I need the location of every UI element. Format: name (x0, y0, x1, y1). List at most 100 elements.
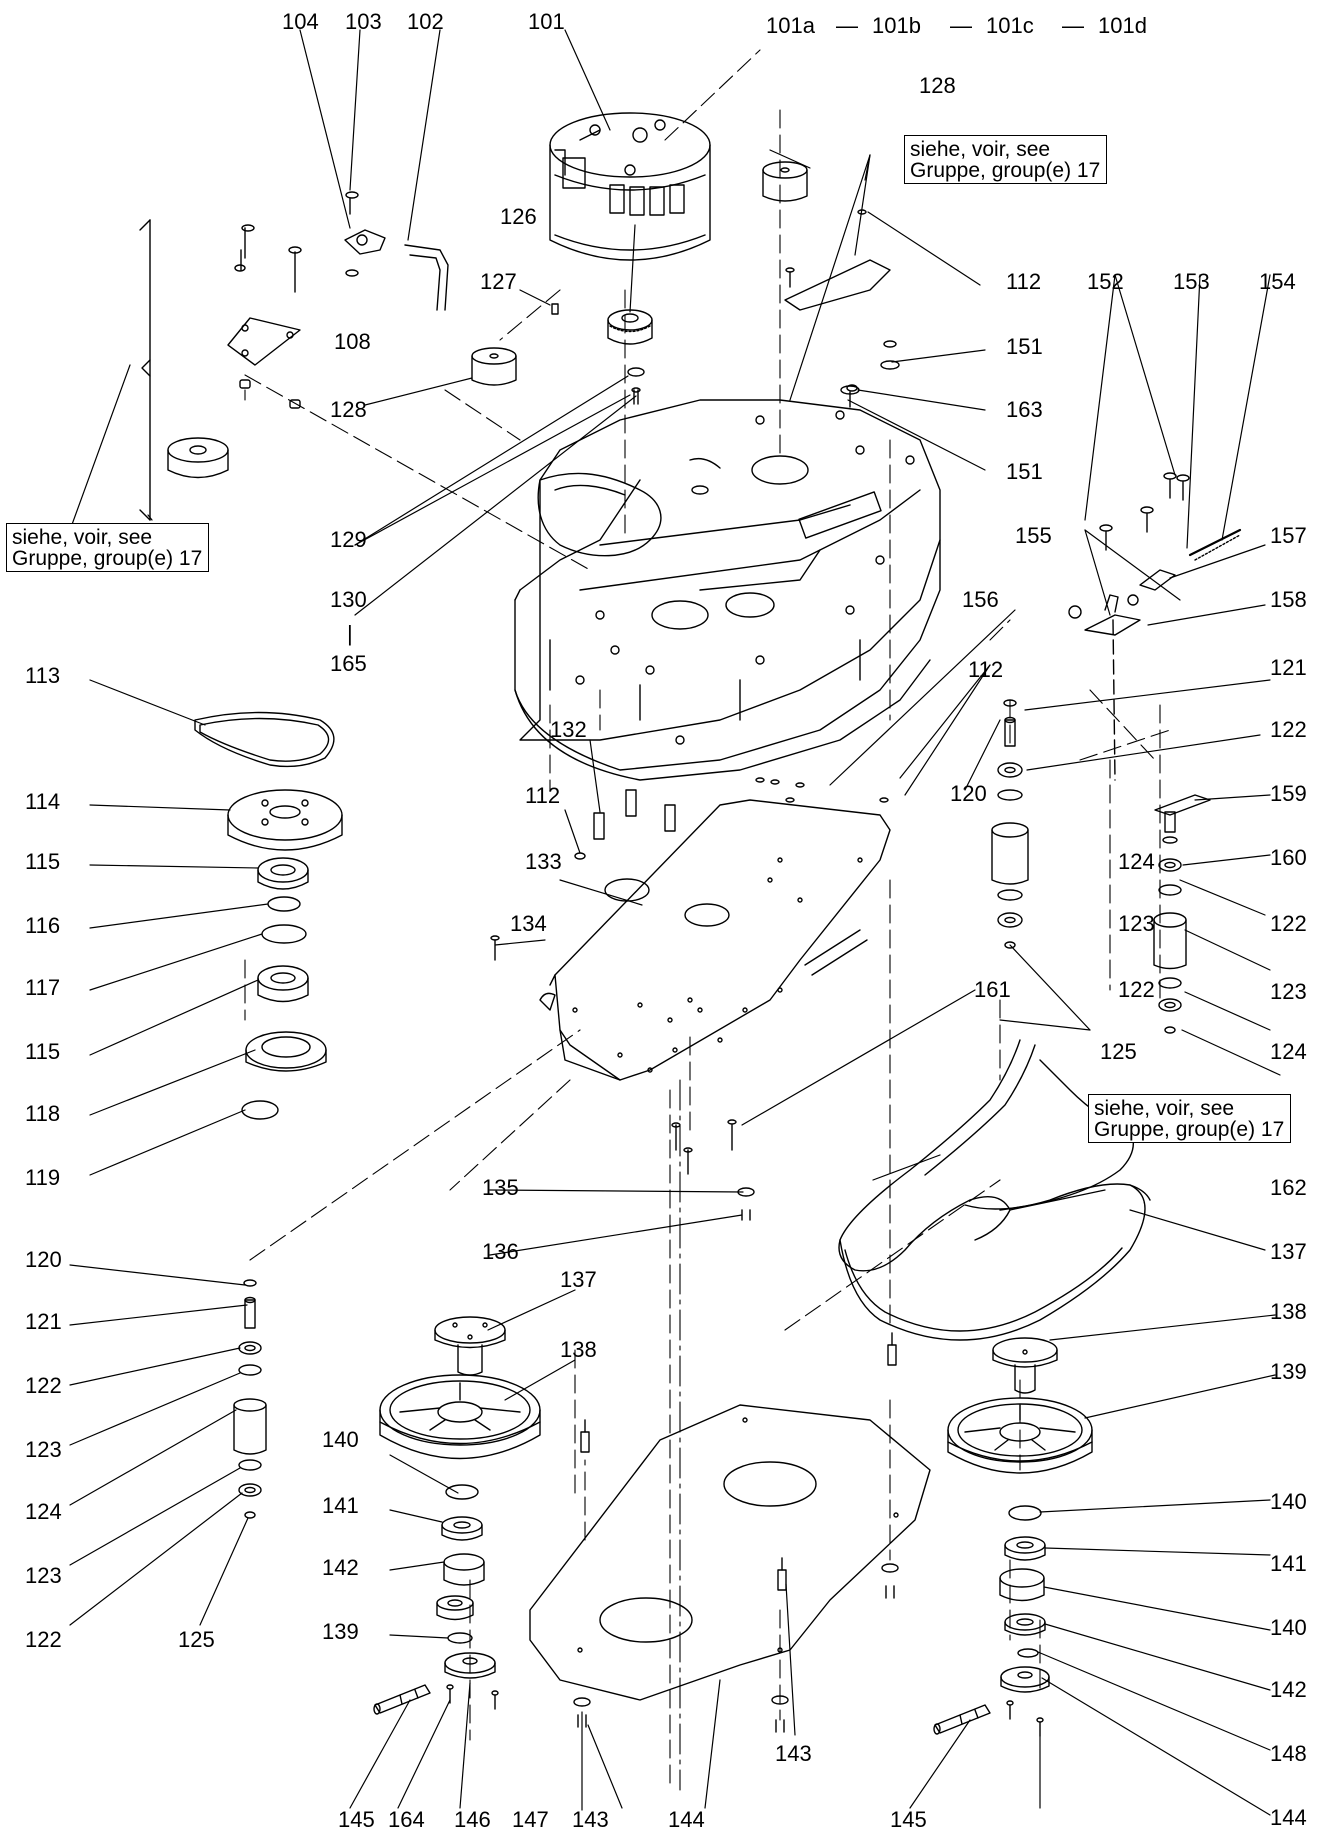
part-number-label: 101 (528, 9, 565, 34)
shaft-143-right (934, 1705, 990, 1734)
part-number-label: 155 (1015, 523, 1052, 548)
part-number-label: 143 (572, 1807, 609, 1832)
part-number-label: 123 (25, 1437, 62, 1462)
part-number-label: 130 (330, 587, 367, 612)
pulley-138-right (948, 1398, 1092, 1473)
bracket-group-left (140, 220, 301, 520)
standoffs-148 (574, 1333, 898, 1732)
gear-114 (228, 790, 342, 850)
part-number-label: 141 (1270, 1551, 1307, 1576)
part-number-label: 113 (25, 663, 61, 688)
part-number-label: 142 (1270, 1677, 1307, 1702)
part-number-label: 114 (25, 789, 61, 814)
motor-101 (550, 113, 710, 260)
part-number-label: 112 (968, 657, 1004, 682)
part-number-label: 148 (1270, 1741, 1307, 1766)
part-number-label: 164 (388, 1807, 425, 1832)
reference-note-box: siehe, voir, see Gruppe, group(e) 17 (6, 523, 210, 572)
part-number-label: 121 (1270, 655, 1307, 680)
part-number-label: 121 (25, 1309, 62, 1334)
part-number-label: 140 (322, 1427, 359, 1452)
part-number-label: 133 (525, 849, 562, 874)
pulley-126 (608, 310, 652, 344)
part-number-label: 139 (1270, 1359, 1307, 1384)
leader-lines (70, 30, 1280, 1815)
part-number-label: 101b (872, 13, 921, 38)
bearing-140-right-top (1005, 1537, 1045, 1560)
part-number-label: 140 (1270, 1615, 1307, 1640)
part-number-label: 125 (1100, 1039, 1137, 1064)
part-number-label: 122 (25, 1373, 62, 1398)
key-127 (552, 304, 558, 314)
standoffs-132 (594, 790, 675, 839)
part-number-label: 135 (482, 1175, 519, 1200)
reference-note-line: Gruppe, group(e) 17 (1094, 1118, 1285, 1141)
flange-118 (246, 1032, 326, 1071)
part-number-label: 147 (512, 1807, 549, 1832)
gear-housing (515, 400, 940, 780)
ring-116 (268, 897, 300, 911)
reference-note-line: siehe, voir, see (12, 526, 153, 549)
part-number-label: 129 (330, 527, 367, 552)
part-number-label: 122 (25, 1627, 62, 1652)
part-number-label: 132 (550, 717, 587, 742)
part-number-label: 144 (1270, 1805, 1307, 1830)
part-number-label: 128 (919, 73, 956, 98)
reference-note-box: siehe, voir, see Gruppe, group(e) 17 (1088, 1094, 1292, 1143)
mounting-plate (540, 800, 890, 1080)
part-number-label: 103 (345, 9, 382, 34)
part-number-label: 127 (480, 269, 517, 294)
part-number-label: 104 (282, 9, 319, 34)
part-number-label: 136 (482, 1239, 519, 1264)
part-number-label: 101d (1098, 13, 1147, 38)
part-number-label: 125 (178, 1627, 215, 1652)
part-number-label: 137 (1270, 1239, 1307, 1264)
part-number-label: 145 (338, 1807, 375, 1832)
part-number-label: 126 (500, 204, 537, 229)
bearing-115-top (258, 858, 308, 889)
circlip-117 (262, 925, 306, 943)
drive-disc-137-left (435, 1317, 505, 1375)
rubber-buffer-128-right (763, 162, 807, 201)
part-number-label: 159 (1270, 781, 1307, 806)
part-number-label: 124 (1118, 849, 1155, 874)
part-number-label: 151 (1006, 334, 1043, 359)
part-number-label: 140 (1270, 1489, 1307, 1514)
circlip-139-right (1009, 1506, 1041, 1520)
label-separator: | (347, 621, 353, 646)
reference-note-line: Gruppe, group(e) 17 (12, 547, 203, 570)
part-number-label: 142 (322, 1555, 359, 1580)
shaft-stack-left (234, 1280, 266, 1518)
part-number-label: 122 (1270, 911, 1307, 936)
base-plate-147 (530, 1405, 930, 1700)
part-number-label: 112 (1006, 269, 1042, 294)
screws-144-right (1007, 1701, 1043, 1736)
part-number-label: 134 (510, 911, 547, 936)
part-number-label: 163 (1006, 397, 1043, 422)
part-number-label: 124 (1270, 1039, 1307, 1064)
part-number-label: 123 (1118, 911, 1155, 936)
reference-note-line: Gruppe, group(e) 17 (910, 159, 1101, 182)
part-number-label: 154 (1259, 269, 1296, 294)
shaft-143-left (374, 1685, 430, 1714)
assembly-dash-lines (245, 50, 1170, 1790)
label-separator: — (950, 13, 972, 38)
part-number-label: 120 (950, 781, 987, 806)
bearing-left-lower (437, 1596, 473, 1620)
shaft-stack-right-2 (1154, 795, 1210, 1033)
screw-129-130 (628, 368, 644, 404)
rubber-buffer-128-left (472, 348, 516, 385)
pulley-138-left (380, 1375, 540, 1459)
drive-disc-137-right (993, 1338, 1057, 1393)
part-number-label: 102 (407, 9, 444, 34)
part-number-label: 156 (962, 587, 999, 612)
part-number-label: 115 (25, 1039, 61, 1064)
bearing-140-left (442, 1517, 482, 1540)
part-number-label: 145 (890, 1807, 927, 1832)
label-separator: — (836, 13, 858, 38)
part-number-label: 144 (668, 1807, 705, 1832)
reference-note-line: siehe, voir, see (910, 138, 1051, 161)
part-number-label: 160 (1270, 845, 1307, 870)
part-number-label: 157 (1270, 523, 1307, 548)
